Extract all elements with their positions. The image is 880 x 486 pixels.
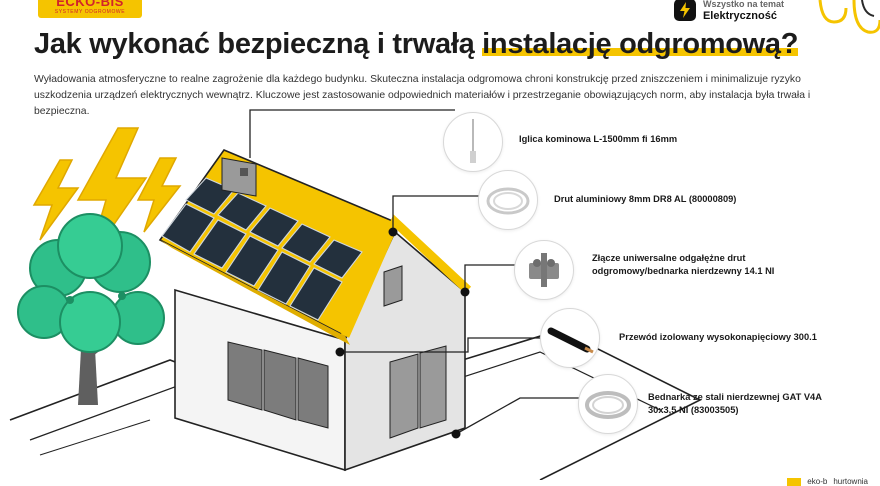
conductor-lines	[249, 109, 580, 435]
callout-universal-clamp: Złącze uniwersalne odgałężne drut odgrom…	[592, 253, 775, 276]
footer-mark-2: hurtownia	[833, 477, 868, 486]
universal-clamp-icon	[514, 240, 574, 300]
partner-line-2: Elektryczność	[702, 10, 777, 22]
partner-brand: Wszystko na temat Elektryczność	[673, 0, 784, 24]
aluminium-wire-coil-icon	[478, 170, 538, 230]
footer-marks: eko-b hurtownia	[787, 477, 868, 486]
footer-mark-icon	[787, 477, 802, 486]
insulated-cable-icon	[540, 308, 600, 368]
chimney	[221, 157, 257, 197]
title-highlight: instalację odgromową?	[482, 28, 799, 60]
house-body	[174, 230, 466, 472]
solar-panels-icon	[161, 177, 363, 321]
bolt-badge-icon	[673, 0, 696, 21]
callout-lightning-rod: Iglica kominowa L-1500mm fi 16mm	[519, 134, 678, 144]
path-outline	[39, 419, 151, 456]
intro-paragraph: Wyładowania atmosferyczne to realne zagr…	[34, 74, 811, 117]
lightning-bolts-icon	[32, 127, 182, 263]
page-title: Jak wykonać bezpieczną i trwałą instalac…	[34, 28, 798, 61]
brand-logo-main: ECKO-BIS	[56, 0, 124, 9]
conductor-dots	[335, 227, 470, 439]
decorative-cable-icon	[818, 0, 880, 34]
callout-steel-strip: Bednarka ze stali nierdzewnej GAT V4A 30…	[648, 392, 822, 415]
brand-logo-sub: SYSTEMY ODGROMOWE	[54, 9, 126, 15]
callout-aluminium-wire: Drut aluminiowy 8mm DR8 AL (80000809)	[554, 194, 737, 204]
title-plain: Jak wykonać bezpieczną i trwałą	[34, 28, 483, 60]
footer-mark-1: eko-b	[807, 477, 828, 486]
steel-strip-coil-icon	[578, 374, 638, 434]
brand-logo: ECKO-BIS SYSTEMY ODGROMOWE	[38, 0, 142, 18]
callout-insulated-cable: Przewód izolowany wysokonapięciowy 300.1	[619, 332, 817, 342]
lightning-rod-icon	[443, 112, 503, 172]
tree-icon	[17, 213, 165, 405]
partner-line-1: Wszystko na temat	[702, 0, 784, 9]
